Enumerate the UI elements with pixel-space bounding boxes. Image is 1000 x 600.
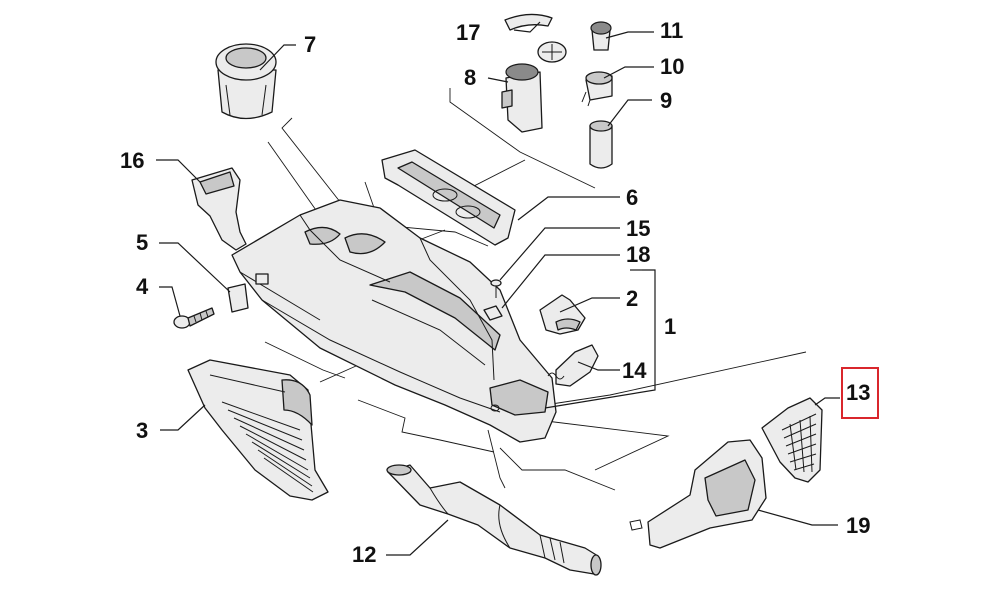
callout-2: 2 xyxy=(626,286,638,311)
callout-leader-lines xyxy=(156,21,840,556)
part-5-clip-plate xyxy=(227,273,269,313)
part-11-socket xyxy=(590,21,612,51)
callout-17: 17 xyxy=(456,20,480,45)
callout-16: 16 xyxy=(120,148,144,173)
callout-labels: 7 17 8 11 10 9 6 15 18 2 1 14 16 5 4 3 1… xyxy=(120,18,879,567)
part-4-screw xyxy=(173,307,215,329)
part-17-cover-cap xyxy=(504,13,553,31)
callout-12: 12 xyxy=(352,542,376,567)
part-7-ashtray-cup xyxy=(215,43,277,120)
part-18-clip-nut xyxy=(483,305,503,321)
part-8-lighter-socket xyxy=(501,41,567,133)
part-2-bracket xyxy=(539,294,586,335)
callout-10: 10 xyxy=(660,54,684,79)
callout-8: 8 xyxy=(464,65,476,90)
callout-18: 18 xyxy=(626,242,650,267)
part-10-ring-bracket xyxy=(581,71,613,107)
part-14-bracket xyxy=(547,344,599,387)
callout-11: 11 xyxy=(660,18,683,43)
callout-13: 13 xyxy=(846,380,870,405)
callout-19: 19 xyxy=(846,513,870,538)
highlight-box-13 xyxy=(841,367,879,419)
callout-6: 6 xyxy=(626,185,638,210)
part-6-top-trim-panel xyxy=(381,149,516,246)
part-3-air-duct xyxy=(187,359,329,501)
callout-14: 14 xyxy=(622,358,647,383)
part-9-cylinder-housing xyxy=(589,120,613,169)
part-16-side-duct xyxy=(191,167,247,251)
callout-1: 1 xyxy=(664,314,676,339)
part-19-rear-trim xyxy=(629,439,767,549)
part-15-push-pin xyxy=(490,279,502,298)
callout-7: 7 xyxy=(304,32,316,57)
part-1-center-console xyxy=(231,199,557,443)
callout-5: 5 xyxy=(136,230,148,255)
callout-9: 9 xyxy=(660,88,672,113)
part-13-vent-grille xyxy=(761,397,823,483)
part-12-floor-duct xyxy=(386,464,602,576)
callout-15: 15 xyxy=(626,216,650,241)
callout-3: 3 xyxy=(136,418,148,443)
callout-4: 4 xyxy=(136,274,149,299)
